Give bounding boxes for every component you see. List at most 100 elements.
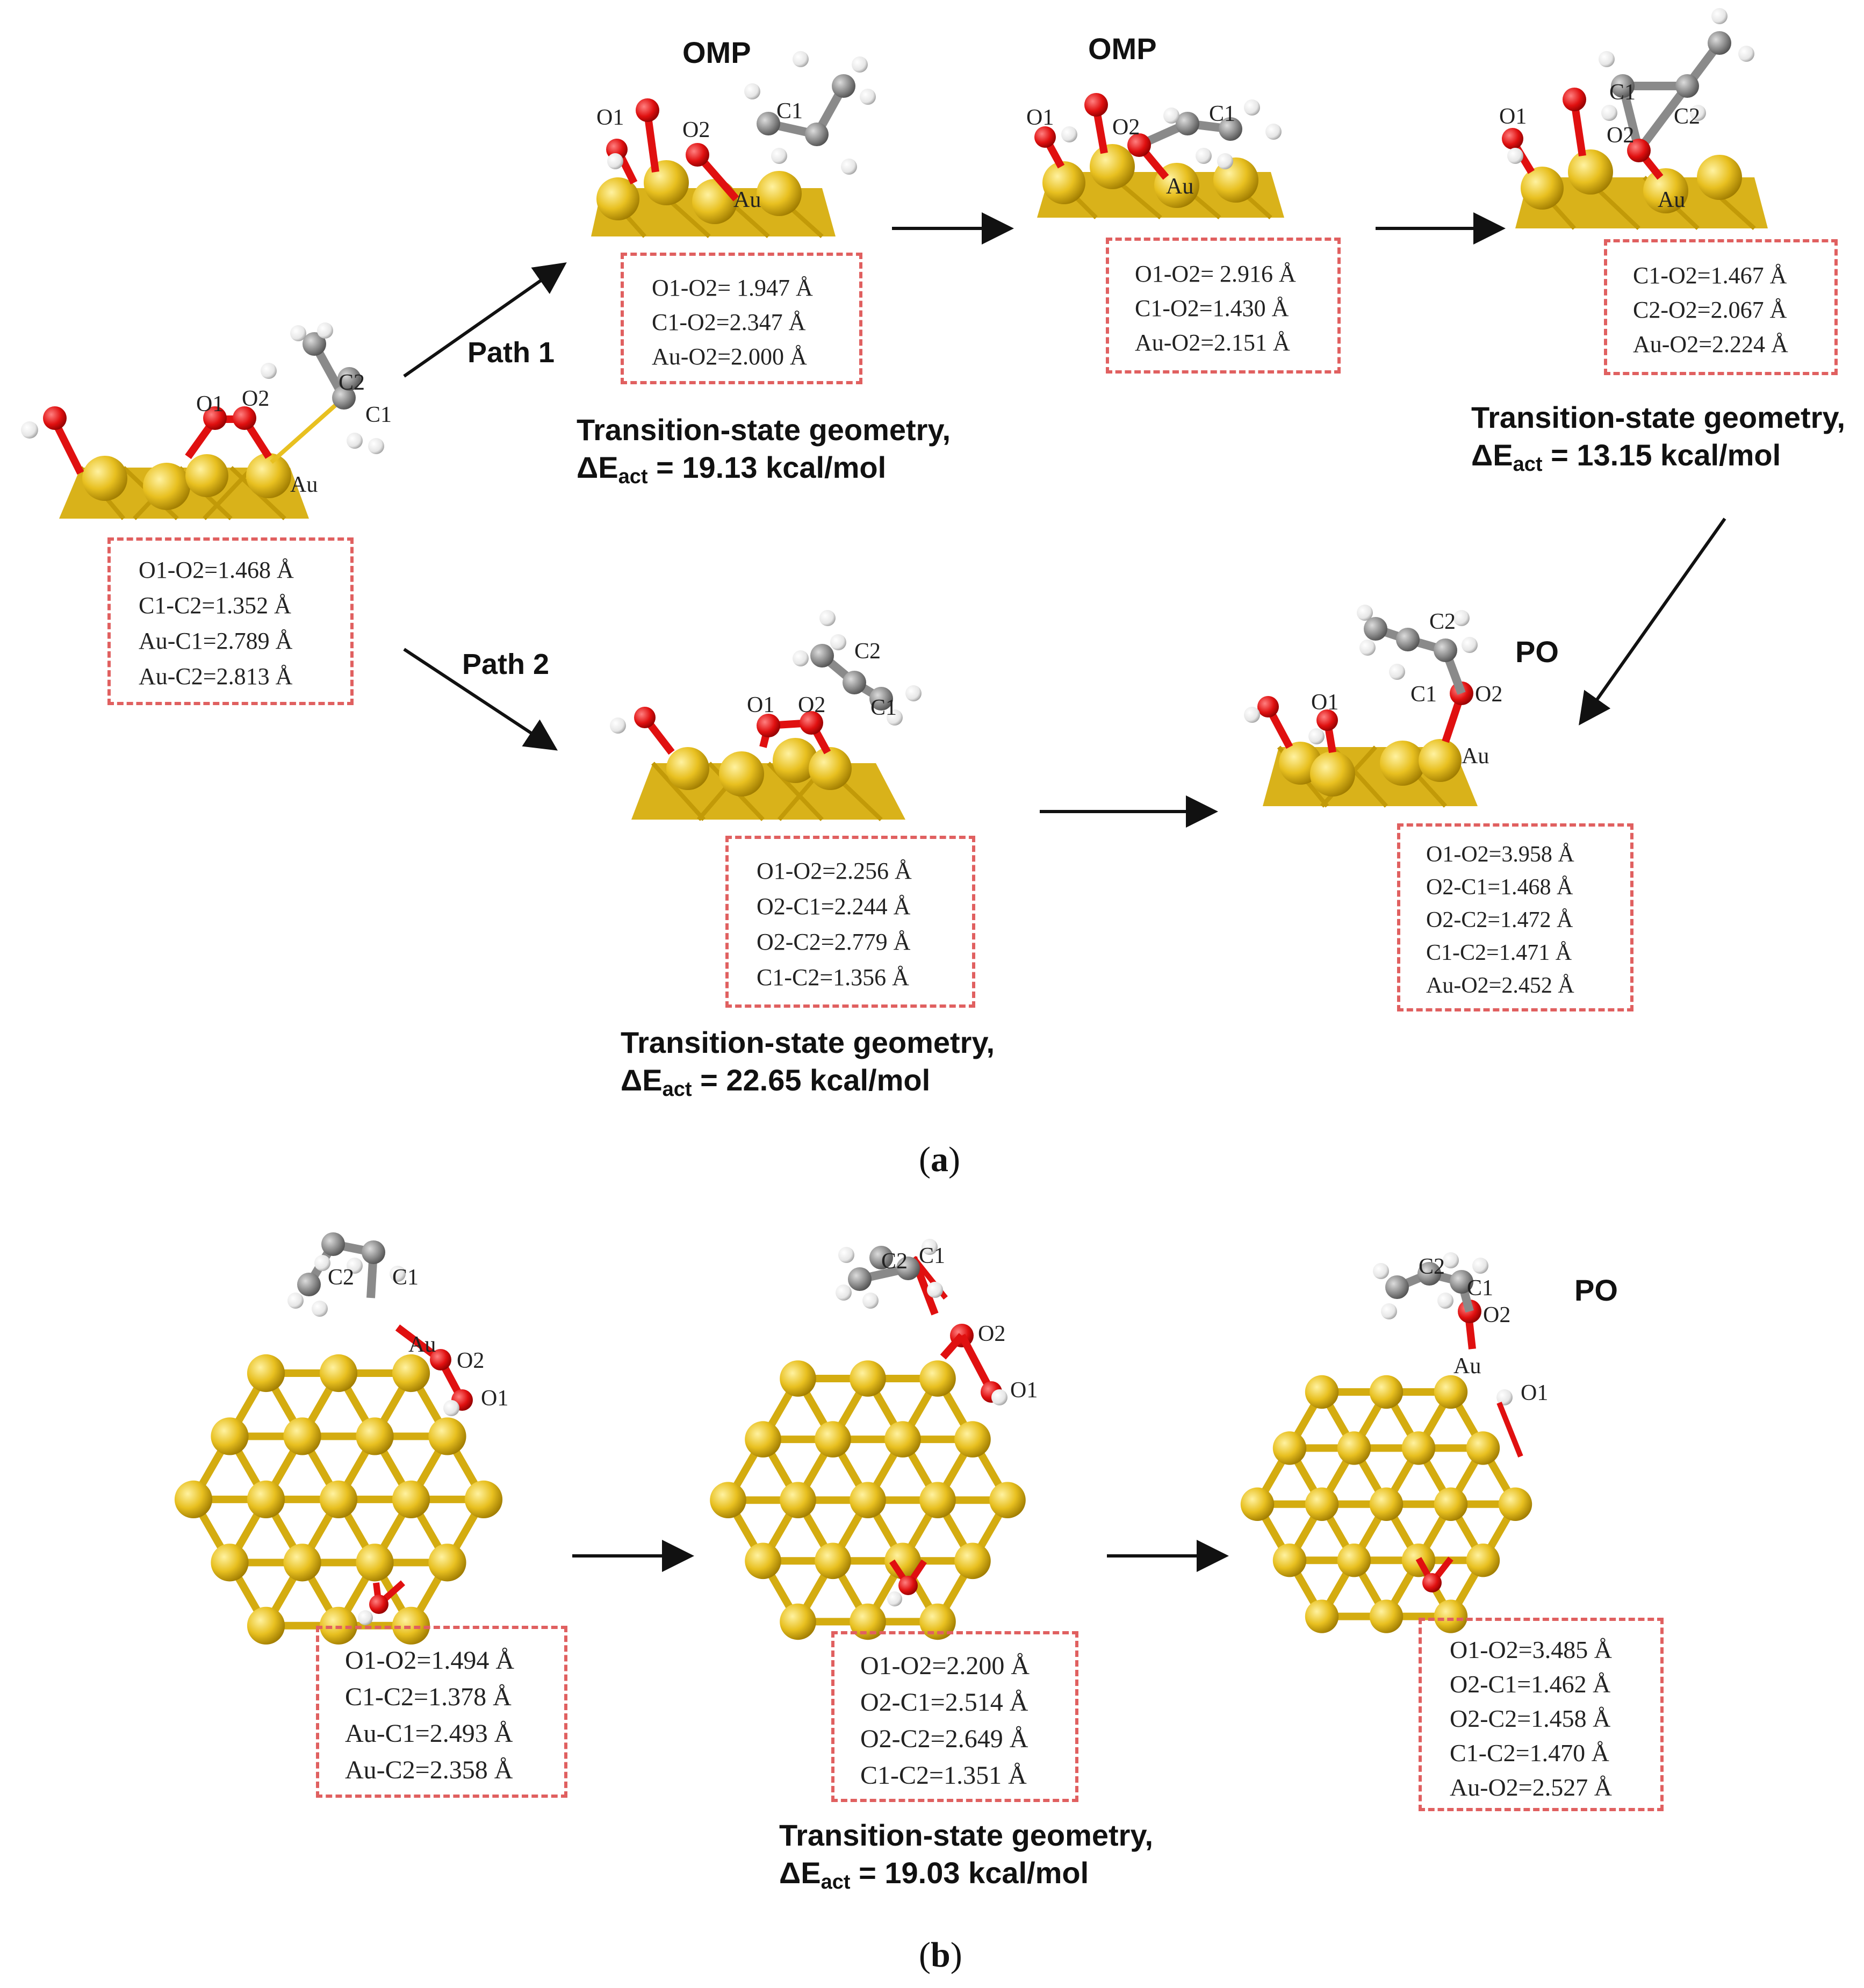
bond-line: C1-C2=1.378 Å [345, 1683, 512, 1711]
label-c1: C1 [1467, 1276, 1493, 1301]
au-atom [319, 1480, 358, 1518]
au-atom [954, 1421, 991, 1458]
bond-box-a-omp: O1-O2= 2.916 Å C1-O2=1.430 Å Au-O2=2.151… [1106, 238, 1341, 374]
label-o1: O1 [1521, 1381, 1548, 1405]
label-o1: O1 [596, 105, 624, 130]
au-atom [1305, 1487, 1339, 1521]
bond-line: O2-C1=1.462 Å [1450, 1670, 1611, 1698]
bond-line: O2-C2=2.649 Å [860, 1725, 1028, 1753]
ts-title: Transition-state geometry, [577, 413, 951, 447]
bond-line: C1-O2=1.430 Å [1135, 295, 1289, 321]
bond-line: Au-C1=2.789 Å [139, 628, 293, 654]
label-o1: O1 [196, 392, 224, 417]
label-au: Au [1166, 174, 1193, 199]
au-atom [392, 1480, 430, 1518]
bond-line: O1-O2= 2.916 Å [1135, 261, 1296, 287]
au-atom [884, 1421, 921, 1458]
adsorbate-b-initial: C2 C1 Au O2 O1 [287, 1232, 508, 1625]
bond-line: C1-O2=1.467 Å [1633, 262, 1787, 289]
bond-line: C1-C2=1.471 Å [1426, 941, 1572, 965]
label-o1: O1 [1010, 1378, 1038, 1403]
label-au: Au [1658, 188, 1685, 212]
panel-a-caption: (a) [919, 1140, 960, 1179]
bond-line: Au-O2=2.527 Å [1450, 1774, 1612, 1801]
au-atom [919, 1360, 956, 1397]
bond-line: O1-O2= 1.947 Å [652, 275, 813, 301]
bond-box-a-initial: O1-O2=1.468 Å C1-C2=1.352 Å Au-C1=2.789 … [107, 537, 354, 705]
au-atom [356, 1544, 394, 1582]
slab-a-initial: O1 O2 C2 C1 Au [21, 322, 392, 520]
label-c2: C2 [1419, 1254, 1445, 1279]
au-atom [1434, 1375, 1468, 1409]
au-atom [780, 1603, 816, 1640]
au-atom [319, 1606, 358, 1645]
au-atom [919, 1482, 956, 1518]
au-atom [1305, 1599, 1339, 1633]
path2-label: Path 2 [462, 648, 550, 680]
label-o1: O1 [481, 1386, 508, 1411]
po-label-a: PO [1515, 635, 1559, 669]
au-atom [710, 1482, 746, 1518]
ts-title: Transition-state geometry, [779, 1818, 1154, 1852]
bond-line: O1-O2=1.468 Å [139, 557, 294, 583]
bond-line: Au-C2=2.813 Å [139, 663, 293, 690]
lattice-b-ts [710, 1360, 1026, 1640]
label-c1: C1 [1410, 682, 1437, 707]
label-c2: C2 [328, 1265, 354, 1290]
label-au: Au [290, 472, 318, 497]
au-atom [1240, 1487, 1275, 1521]
label-c2: C2 [854, 639, 881, 664]
au-atom [1272, 1544, 1307, 1577]
label-au: Au [1462, 744, 1489, 769]
label-c1: C1 [392, 1265, 419, 1290]
arrow-path1 [403, 262, 567, 378]
bond-line: O2-C1=2.244 Å [757, 893, 911, 920]
bond-line: O1-O2=2.200 Å [860, 1652, 1030, 1680]
panel-b-caption: (b) [919, 1935, 962, 1975]
label-c1: C1 [1609, 80, 1636, 105]
bond-line: C1-C2=1.356 Å [757, 964, 909, 991]
bond-line: Au-O2=2.151 Å [1135, 329, 1290, 356]
slab-a-omp: O1 O2 C1 Au [1026, 93, 1284, 220]
bond-box-a-path2: O1-O2=2.256 Å O2-C1=2.244 Å O2-C2=2.779 … [725, 836, 975, 1008]
ts-title: Transition-state geometry, [621, 1025, 995, 1059]
bond-line: O2-C1=1.468 Å [1426, 875, 1573, 900]
au-atom [815, 1421, 851, 1458]
au-atom [919, 1603, 956, 1640]
ts-energy: ΔEact = 13.15 kcal/mol [1471, 438, 1781, 476]
label-au: Au [733, 188, 761, 212]
au-atom [1434, 1487, 1468, 1521]
au-atom [283, 1544, 321, 1582]
au-atom [211, 1544, 249, 1582]
au-atom [954, 1542, 991, 1580]
au-atom [1466, 1431, 1500, 1465]
arrow-ts2-po [1579, 518, 1726, 726]
label-o1: O1 [1026, 105, 1054, 130]
label-c1: C1 [1209, 102, 1235, 126]
bond-line: O1-O2=2.256 Å [757, 858, 912, 884]
au-atom [247, 1606, 285, 1645]
bond-box-b-po: O1-O2=3.485 Å O2-C1=1.462 Å O2-C2=1.458 … [1419, 1618, 1664, 1811]
adsorbate-b-ts: C2 C1 O2 O1 [836, 1239, 1038, 1606]
au-atom [1337, 1431, 1371, 1465]
slab-a-po: O1 C2 C1 O2 Au [1244, 605, 1502, 808]
slab-a-ts1: O1 O2 C1 Au [591, 51, 876, 238]
lattice-b-po [1240, 1375, 1532, 1633]
bond-line: O2-C2=1.458 Å [1450, 1705, 1611, 1732]
au-atom [428, 1544, 466, 1582]
au-atom [247, 1480, 285, 1518]
bond-box-a-ts2: C1-O2=1.467 Å C2-O2=2.067 Å Au-O2=2.224 … [1604, 239, 1838, 375]
label-c2: C2 [881, 1249, 908, 1274]
au-atom [247, 1354, 285, 1393]
slab-a-ts2: O1 O2 C1 C2 Au [1499, 8, 1768, 230]
au-atom [283, 1417, 321, 1455]
bond-line: Au-O2=2.224 Å [1633, 331, 1788, 357]
bond-box-a-ts1: O1-O2= 1.947 Å C1-O2=2.347 Å Au-O2=2.000… [621, 253, 862, 384]
label-o2: O2 [1607, 123, 1634, 148]
au-atom [850, 1603, 886, 1640]
au-atom [989, 1482, 1026, 1518]
au-atom [1434, 1599, 1468, 1633]
au-atom [1369, 1375, 1404, 1409]
au-atom [392, 1606, 430, 1645]
